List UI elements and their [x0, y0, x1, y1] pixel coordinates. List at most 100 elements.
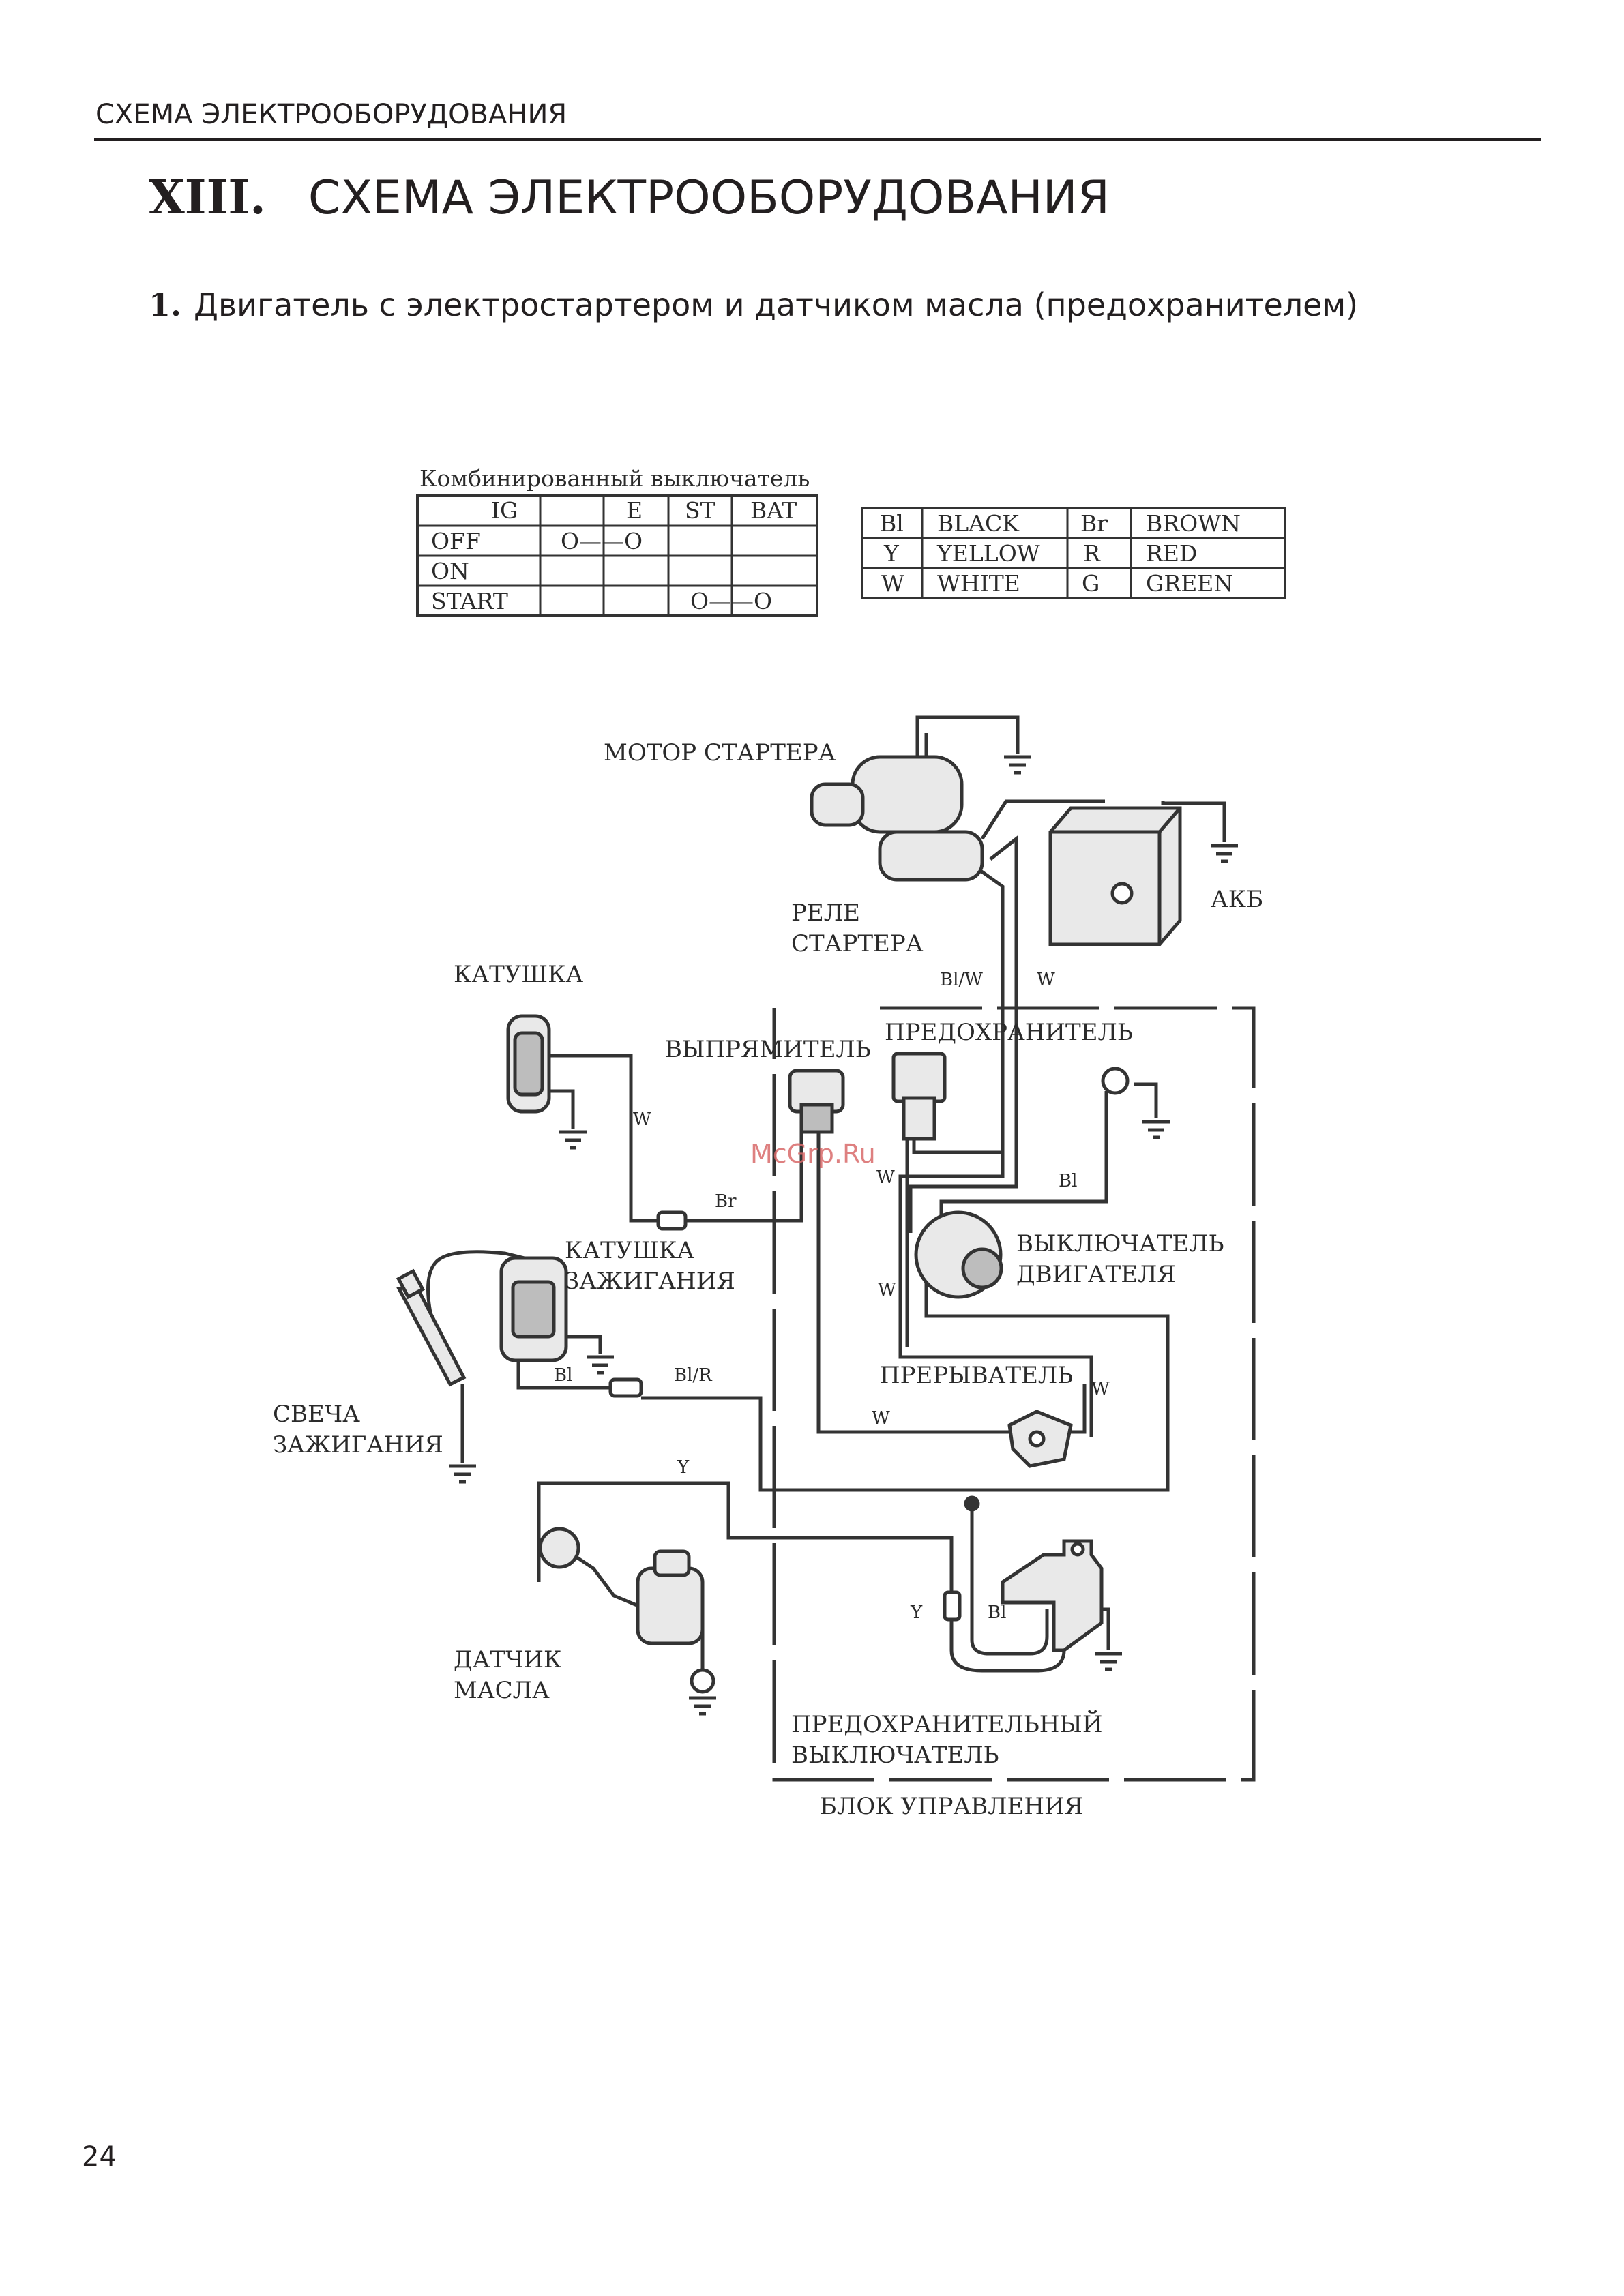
running-header: СХЕМА ЭЛЕКТРООБОРУДОВАНИЯ — [95, 99, 567, 130]
component-labels: МОТОР СТАРТЕРА РЕЛЕ СТАРТЕРА АКБ КАТУШКА… — [273, 739, 1263, 1820]
legend-code: Y — [883, 540, 900, 567]
wire — [816, 1118, 1009, 1434]
ground-icon — [1004, 755, 1031, 775]
safety-switch-icon — [1001, 1539, 1104, 1652]
wire-label: W — [1037, 970, 1055, 990]
switch-table: Комбинированный выключатель IG E ST BAT … — [416, 465, 818, 617]
wire — [426, 1250, 540, 1317]
wire-label: W — [1091, 1379, 1110, 1399]
switch-off-connection: O——O — [561, 528, 643, 554]
wire-label: W — [633, 1109, 651, 1130]
switch-table-caption: Комбинированный выключатель — [419, 465, 810, 492]
wire-label: Bl — [554, 1365, 572, 1386]
ground-symbols — [449, 755, 1238, 1716]
oil-sensor-icon — [538, 1527, 705, 1645]
label-rectifier: ВЫПРЯМИТЕЛЬ — [665, 1036, 871, 1063]
label-ignition-coil: ЗАЖИГАНИЯ — [565, 1268, 735, 1295]
legend-name: WHITE — [937, 570, 1020, 597]
wire — [980, 799, 1105, 840]
control-unit-frame — [772, 1006, 1256, 1782]
switch-header-bat: BAT — [750, 497, 797, 524]
wire — [970, 1599, 1049, 1656]
junction-dot — [964, 1495, 980, 1512]
spark-plug-icon — [396, 1268, 467, 1387]
label-safety-switch: ПРЕДОХРАНИТЕЛЬНЫЙ — [791, 1710, 1103, 1738]
wire — [546, 1054, 658, 1223]
label-ignition-coil: КАТУШКА — [565, 1237, 694, 1264]
switch-start-connection: O——O — [690, 588, 772, 614]
wire — [939, 1091, 1108, 1231]
wire — [572, 1553, 655, 1615]
legend-code: Br — [1080, 510, 1108, 537]
legend-code: G — [1082, 570, 1099, 597]
legend-name: BROWN — [1146, 510, 1241, 537]
label-breaker: ПРЕРЫВАТЕЛЬ — [880, 1362, 1073, 1389]
control-unit-box — [772, 1006, 1256, 1782]
label-engine-switch: ДВИГАТЕЛЯ — [1016, 1261, 1176, 1288]
wire-label: Bl/R — [674, 1365, 713, 1386]
switch-header-e: E — [626, 497, 643, 524]
engine-switch-icon — [914, 1210, 1003, 1299]
watermark: McGrp.Ru — [750, 1139, 876, 1169]
coil-icon — [506, 1014, 551, 1114]
label-coil: КАТУШКА — [454, 961, 583, 988]
label-starter-relay: РЕЛЕ — [791, 899, 860, 927]
switch-row-off: OFF — [431, 528, 481, 554]
legend-name: BLACK — [937, 510, 1020, 537]
label-spark-plug: ЗАЖИГАНИЯ — [273, 1431, 443, 1459]
subsection-number: 1. — [149, 286, 182, 323]
ground-icon — [1211, 844, 1238, 863]
subsection-title: 1. Двигатель с электростартером и датчико… — [149, 286, 1358, 323]
ground-icon — [689, 1696, 716, 1716]
ground-icon — [1142, 1120, 1170, 1139]
legend-code: Bl — [880, 510, 904, 537]
wire-label: W — [872, 1408, 890, 1429]
legend-name: RED — [1146, 540, 1197, 567]
label-starter-motor: МОТОР СТАРТЕРА — [604, 739, 836, 766]
ignition-coil-icon — [499, 1256, 568, 1362]
wire-label: Br — [715, 1191, 737, 1212]
wire — [537, 1481, 954, 1599]
wire — [641, 1279, 1170, 1492]
ground-icon — [587, 1355, 614, 1375]
label-safety-switch: ВЫКЛЮЧАТЕЛЬ — [791, 1742, 999, 1769]
rectifier-icon — [788, 1069, 845, 1134]
wire — [566, 1335, 602, 1354]
fuse-icon — [891, 1052, 947, 1141]
label-oil-sensor: ДАТЧИК — [454, 1646, 561, 1673]
switch-header-ig: IG — [491, 497, 518, 524]
ground-icon — [1095, 1652, 1122, 1671]
page-number: 24 — [82, 2141, 117, 2173]
components — [396, 755, 1182, 1694]
header-rule — [94, 138, 1541, 141]
legend-name: YELLOW — [936, 540, 1040, 567]
wire — [1134, 1082, 1158, 1118]
starter-motor-icon — [810, 755, 984, 882]
battery-icon — [1048, 806, 1182, 946]
section-title-text: СХЕМА ЭЛЕКТРООБОРУДОВАНИЯ — [308, 171, 1110, 225]
wire-label: Y — [910, 1602, 923, 1623]
wire-label: W — [876, 1167, 895, 1188]
wire-labels: Bl/W W W Br W Bl W Bl Bl/R W W Y Y Bl — [554, 970, 1110, 1623]
legend-name: GREEN — [1146, 570, 1233, 597]
wire — [549, 1089, 575, 1129]
legend-code: W — [881, 570, 904, 597]
color-legend: Bl BLACK Br BROWN Y YELLOW R RED W WHITE… — [861, 507, 1286, 599]
label-battery: АКБ — [1211, 886, 1263, 913]
switch-row-on: ON — [431, 558, 469, 584]
label-starter-relay: СТАРТЕРА — [791, 930, 924, 957]
switch-row-start: START — [431, 588, 508, 614]
wire-label: Bl — [1059, 1171, 1077, 1191]
wire-label: Y — [677, 1457, 690, 1478]
ground-icon — [559, 1130, 587, 1150]
wire — [1161, 801, 1226, 842]
connector-icon — [608, 1210, 962, 1622]
section-title: XIII.СХЕМА ЭЛЕКТРООБОРУДОВАНИЯ — [149, 170, 1110, 225]
subsection-title-text: Двигатель с электростартером и датчиком … — [194, 286, 1359, 323]
wire — [898, 1023, 1093, 1437]
sensor-terminal-icon — [690, 1668, 715, 1694]
legend-frame — [861, 507, 1286, 599]
label-control-unit: БЛОК УПРАВЛЕНИЯ — [820, 1793, 1083, 1820]
wire-label: Bl/W — [940, 970, 983, 990]
wire-label: Bl — [988, 1602, 1006, 1623]
